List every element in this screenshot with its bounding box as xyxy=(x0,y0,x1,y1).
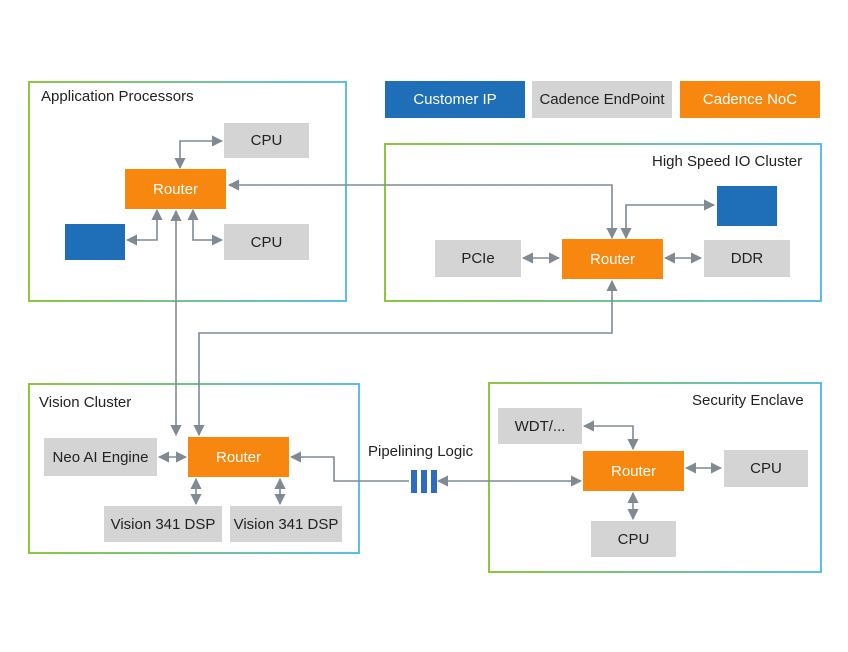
security-cpu-bottom: CPU xyxy=(591,521,676,557)
cluster-title-application-processors: Application Processors xyxy=(41,88,194,105)
vision-neo-ai-engine: Neo AI Engine xyxy=(44,438,157,476)
app-customer-ip-block xyxy=(65,224,125,260)
link-security-wdt-router xyxy=(582,420,639,451)
legend-customer-ip: Customer IP xyxy=(385,81,525,118)
app-cpu-bottom: CPU xyxy=(224,224,309,260)
pipelining-logic-label: Pipelining Logic xyxy=(368,443,474,460)
app-router: Router xyxy=(125,169,226,209)
security-wdt: WDT/... xyxy=(498,408,582,444)
vision-router: Router xyxy=(188,437,289,477)
link-hsio-router-blue xyxy=(620,199,716,240)
legend-cadence-noc: Cadence NoC xyxy=(680,81,820,118)
link-app-router-cpu-bottom xyxy=(187,208,224,246)
hsio-pcie: PCIe xyxy=(435,240,521,277)
security-cpu-right: CPU xyxy=(724,450,808,487)
hsio-ddr: DDR xyxy=(704,240,790,277)
pipelining-logic-icon xyxy=(411,470,437,493)
vision-dsp-1: Vision 341 DSP xyxy=(104,506,222,542)
app-cpu-top: CPU xyxy=(224,123,309,158)
link-app-router-blue xyxy=(125,208,163,246)
link-app-hsio xyxy=(227,179,618,240)
link-vision-pipelining xyxy=(289,451,409,482)
legend-cadence-endpoint: Cadence EndPoint xyxy=(532,81,672,118)
cluster-title-vision: Vision Cluster xyxy=(39,394,132,411)
hsio-router: Router xyxy=(562,239,663,279)
security-router: Router xyxy=(583,451,684,491)
hsio-customer-ip-block xyxy=(717,186,777,226)
cluster-title-security-enclave: Security Enclave xyxy=(692,392,804,409)
link-hsio-vision xyxy=(193,279,618,437)
cluster-title-high-speed-io: High Speed IO Cluster xyxy=(652,153,803,170)
link-app-router-cpu-top xyxy=(174,135,224,170)
vision-dsp-2: Vision 341 DSP xyxy=(230,506,342,542)
